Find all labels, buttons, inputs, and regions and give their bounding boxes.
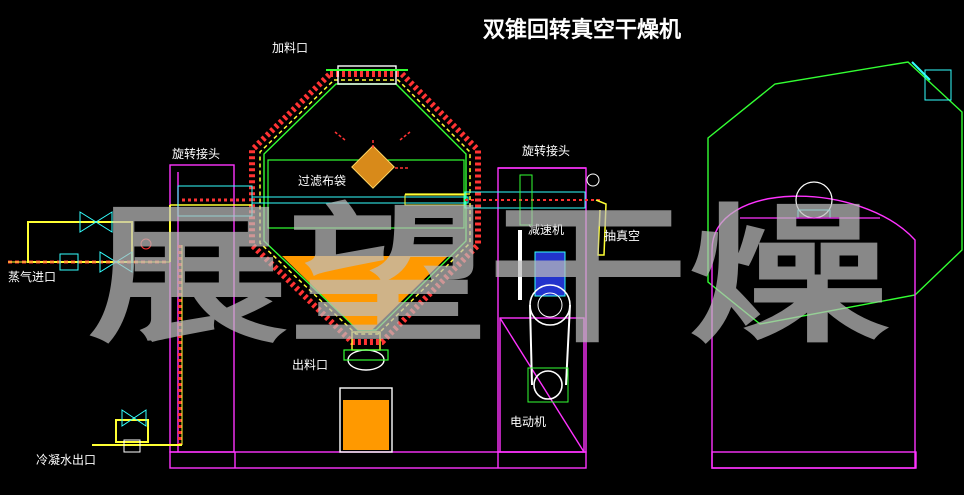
- label-rotary-joint-right: 旋转接头: [522, 143, 570, 158]
- label-motor: 电动机: [510, 415, 546, 429]
- receiving-bin: [339, 387, 393, 453]
- material-load: [282, 256, 448, 330]
- drive-assembly: [404, 173, 607, 403]
- label-feed-port: 加料口: [272, 41, 308, 55]
- diagram-title: 双锥回转真空干燥机: [483, 17, 681, 43]
- label-discharge-port: 出料口: [292, 358, 328, 372]
- feed-port: [337, 65, 397, 85]
- filter-bag-shape: [351, 145, 395, 189]
- condensate-piping: [92, 245, 183, 453]
- vessel-jacket-inner: [259, 79, 471, 335]
- motor-pulley: [533, 370, 563, 400]
- vessel-outline: [263, 83, 467, 331]
- label-reducer: 减速机: [528, 223, 564, 237]
- reducer-box: [534, 251, 566, 297]
- steam-piping: [8, 185, 253, 273]
- label-filter-bag: 过滤布袋: [298, 174, 346, 188]
- motor-box: [527, 367, 569, 403]
- label-condensate-outlet: 冷凝水出口: [36, 452, 96, 467]
- watermark: 展望干燥: [88, 190, 889, 364]
- side-view: [707, 61, 963, 469]
- label-steam-inlet: 蒸气进口: [8, 269, 56, 284]
- label-rotary-joint-left: 旋转接头: [172, 146, 220, 161]
- label-vacuum: 抽真空: [604, 229, 640, 243]
- vessel-jacket: [249, 71, 481, 345]
